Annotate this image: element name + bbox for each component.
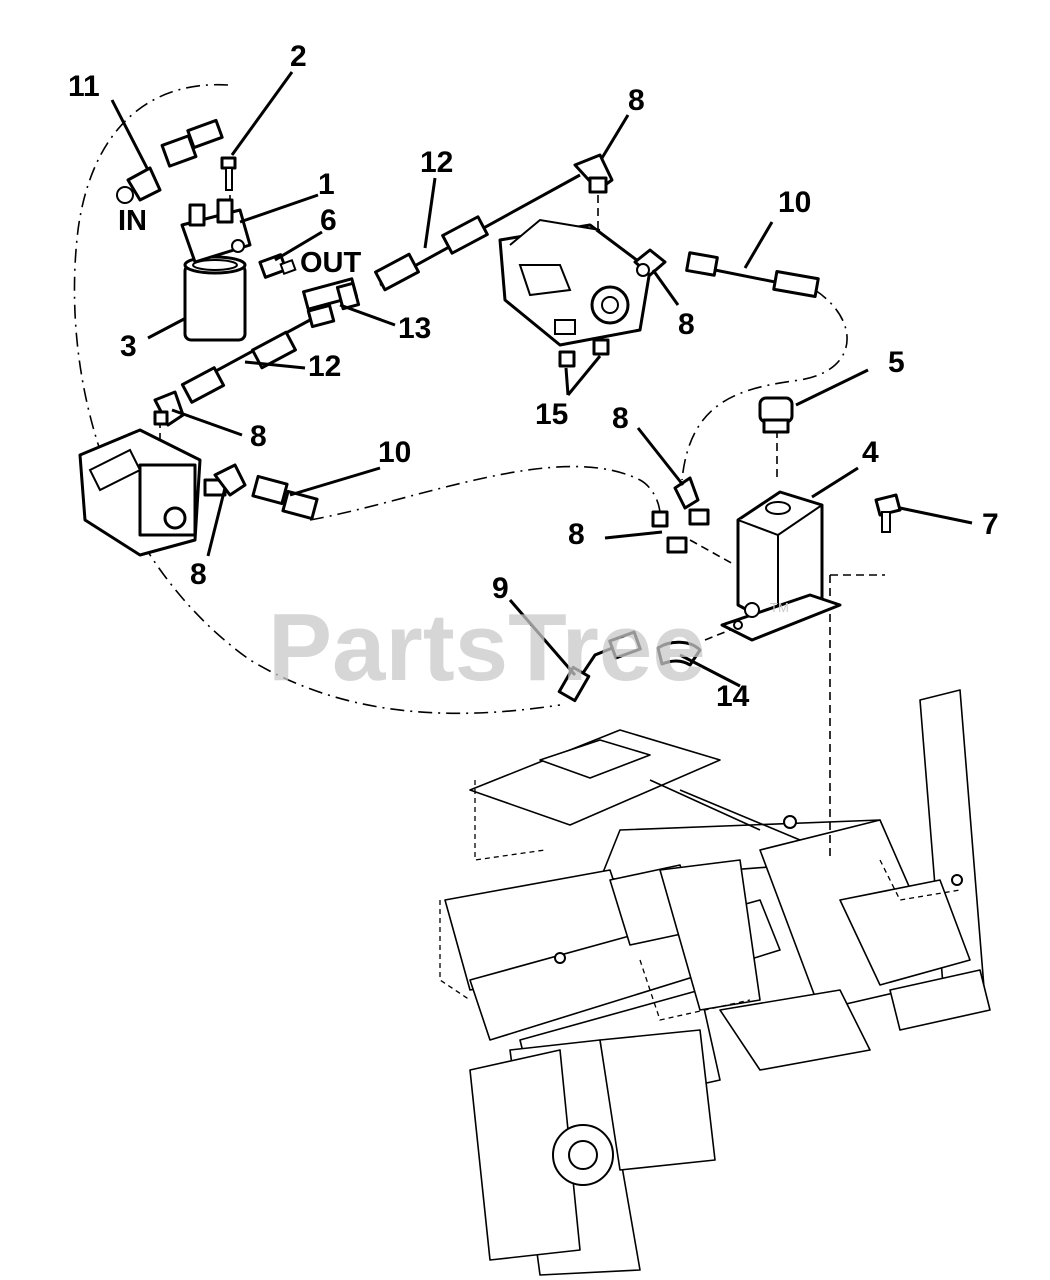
- hose-12-upper: [374, 173, 581, 292]
- bolt-2: [220, 156, 237, 191]
- watermark-trademark: TM: [770, 600, 789, 615]
- callout-7: 7: [982, 508, 999, 541]
- oil-filter-assembly: [180, 198, 252, 342]
- hydraulic-pump-left: [78, 428, 202, 557]
- watermark: PartsTree: [268, 594, 706, 701]
- elbow-14-line: [704, 629, 731, 641]
- tractor-frame: [439, 689, 991, 1276]
- hose-12-lower: [180, 318, 311, 404]
- callout-12-upper: 12: [420, 146, 453, 179]
- in-port-label: IN: [118, 205, 147, 237]
- callout-8-upper: 8: [628, 84, 645, 117]
- hydraulic-pump-upper: [498, 218, 652, 347]
- callout-8-pump-right: 8: [678, 308, 695, 341]
- callout-8-tank-upper: 8: [612, 402, 629, 435]
- callout-14: 14: [716, 680, 750, 713]
- callout-8-tank-lower: 8: [568, 518, 585, 551]
- fittings-15: [558, 338, 610, 368]
- fitting-6: [258, 253, 297, 279]
- fittings-8-tank: [651, 476, 710, 554]
- callout-15: 15: [535, 398, 568, 431]
- oil-filter: [183, 263, 247, 342]
- callout-8-left: 8: [250, 420, 267, 453]
- hose-10-upper: [685, 251, 820, 299]
- callout-5: 5: [888, 346, 905, 379]
- callout-10-upper: 10: [778, 186, 811, 219]
- callout-8-left-lower: 8: [190, 558, 207, 591]
- callout-1: 1: [318, 168, 335, 201]
- hose-10-lower: [251, 474, 319, 521]
- fill-cap-5: [758, 396, 794, 434]
- callout-10-lower: 10: [378, 436, 411, 469]
- hose-10-path-upper: [681, 289, 848, 481]
- hose-10-path-lower: [309, 465, 661, 521]
- screw-7: [874, 493, 902, 533]
- callout-4: 4: [862, 436, 879, 469]
- return-hose-path: [73, 83, 561, 715]
- elbow-8-left-lower: [203, 463, 247, 497]
- out-port-label: OUT: [300, 247, 362, 279]
- hose-9: [557, 630, 642, 703]
- callout-12-lower: 12: [308, 350, 341, 383]
- elbow-8-left: [153, 390, 185, 427]
- callout-3: 3: [120, 330, 137, 363]
- tee-fitting-13: [302, 277, 361, 329]
- callout-9: 9: [492, 572, 509, 605]
- callout-2: 2: [290, 40, 307, 73]
- hydraulic-reservoir-4: [720, 490, 842, 642]
- callout-6: 6: [320, 204, 337, 237]
- inlet-fittings: [116, 118, 224, 204]
- leader-lines: [110, 71, 973, 688]
- tank-fitting-line: [689, 539, 736, 566]
- callout-13: 13: [398, 312, 431, 345]
- elbow-8-upper: [573, 153, 614, 194]
- callout-11: 11: [68, 70, 100, 103]
- elbow-8-pump-right: [633, 248, 667, 277]
